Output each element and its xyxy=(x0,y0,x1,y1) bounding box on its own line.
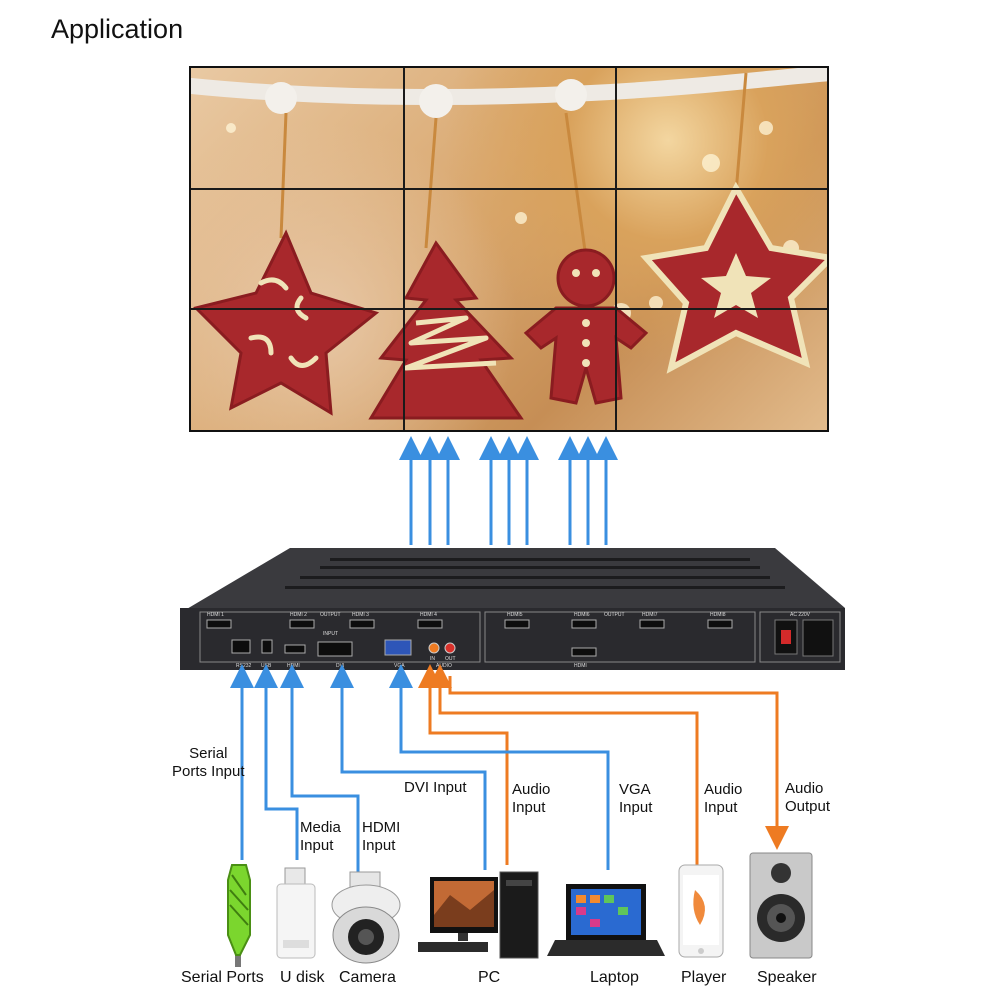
port-label: OUT xyxy=(445,656,456,662)
media-connection xyxy=(254,664,299,860)
pc-image xyxy=(418,871,539,959)
laptop-label: Laptop xyxy=(590,969,639,986)
port-label: USB xyxy=(261,663,272,669)
hdmi-input-label: HDMI Input xyxy=(362,819,401,854)
port-label: IN xyxy=(430,656,435,662)
audio-output-label: Audio Output xyxy=(785,780,831,815)
port-label: HDMI7 xyxy=(642,612,658,618)
input-label: INPUT xyxy=(323,631,338,637)
pc-audio-input-label: Audio Input xyxy=(512,781,551,816)
wall-divider xyxy=(403,68,405,430)
port-label: DVI xyxy=(336,663,344,669)
output-arrows xyxy=(399,436,618,545)
port-label: RS232 xyxy=(236,663,252,669)
vga-input-label: VGA Input xyxy=(619,781,653,816)
u-disk-label: U disk xyxy=(280,969,325,986)
serial-ports-image xyxy=(227,864,251,967)
port-label: AUDIO xyxy=(436,663,452,669)
serial-ports-label: Serial Ports xyxy=(181,969,264,986)
dvi-connection xyxy=(330,664,487,870)
speaker-image xyxy=(749,852,813,959)
player-audio-connection xyxy=(428,664,699,865)
port-label: HDMI 3 xyxy=(352,612,369,618)
u-disk-image xyxy=(276,867,316,959)
wall-divider xyxy=(615,68,617,430)
player-audio-input-label: Audio Input xyxy=(704,781,743,816)
player-image xyxy=(678,864,724,958)
port-label: HDMI xyxy=(287,663,300,669)
laptop-image xyxy=(547,884,665,956)
speaker-audio-connection xyxy=(448,676,789,850)
media-input-label: Media Input xyxy=(300,819,341,854)
video-wall-controller xyxy=(180,548,845,670)
video-wall xyxy=(189,66,829,432)
port-label: OUTPUT xyxy=(604,612,625,618)
port-label: HDMI 4 xyxy=(420,612,437,618)
port-label: HDMI xyxy=(574,663,587,669)
hdmi-connection xyxy=(280,664,360,875)
player-label: Player xyxy=(681,969,727,986)
wall-divider xyxy=(191,188,827,190)
page-title: Application xyxy=(51,14,184,44)
port-label: HDMI5 xyxy=(507,612,523,618)
serial-input-label: Serial Ports Input xyxy=(172,745,245,780)
pc-audio-connection xyxy=(418,664,509,865)
ornaments-image xyxy=(191,68,827,420)
camera-image xyxy=(331,871,401,964)
port-label: OUTPUT xyxy=(320,612,341,618)
speaker-label: Speaker xyxy=(757,969,817,986)
wall-divider xyxy=(191,308,827,310)
port-label: HDMI6 xyxy=(574,612,590,618)
port-label: HDMI8 xyxy=(710,612,726,618)
port-label: HDMI 1 xyxy=(207,612,224,618)
camera-label: Camera xyxy=(339,969,396,986)
vga-connection xyxy=(389,664,610,870)
port-label: HDMI 2 xyxy=(290,612,307,618)
port-label: VGA xyxy=(394,663,405,669)
power-label: AC 220V xyxy=(790,612,811,618)
pc-label: PC xyxy=(478,969,501,986)
dvi-input-label: DVI Input xyxy=(404,779,467,796)
